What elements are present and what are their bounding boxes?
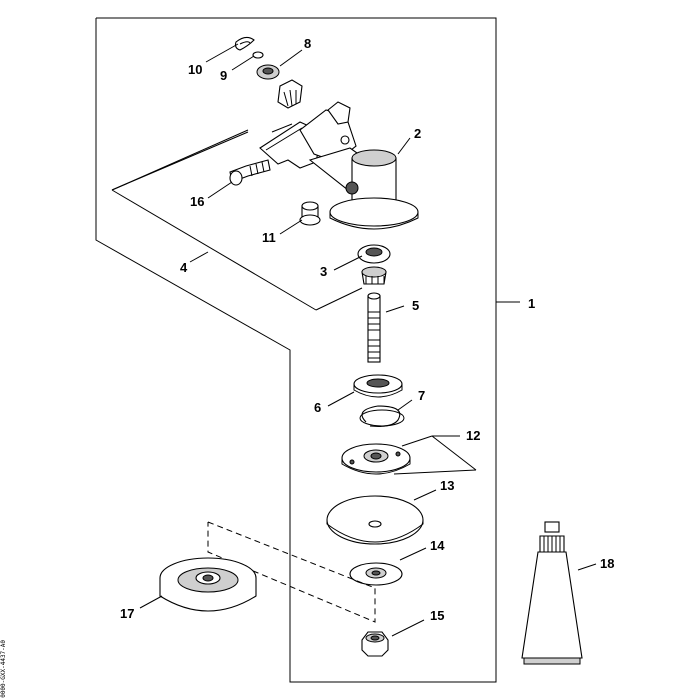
label-part-12: 12 <box>466 428 480 443</box>
part-8-bearing <box>256 64 280 80</box>
bevel-gear <box>361 266 387 285</box>
assembly-1-boundary <box>95 17 497 683</box>
label-part-16: 16 <box>190 194 204 209</box>
leader-lines <box>139 43 597 637</box>
part-9-washer <box>252 51 264 59</box>
label-part-9: 9 <box>220 68 227 83</box>
label-part-2: 2 <box>414 126 421 141</box>
label-part-1: 1 <box>528 296 535 311</box>
label-part-11: 11 <box>262 230 276 245</box>
part-5-shaft <box>367 292 381 363</box>
part-15-nut <box>361 631 389 657</box>
label-part-3: 3 <box>320 264 327 279</box>
drawing-code: 0000-GXX-4437-A0 <box>0 640 7 698</box>
label-part-14: 14 <box>430 538 445 553</box>
part-2-gear-housing <box>259 101 419 230</box>
pinion-gear <box>277 79 303 109</box>
label-part-6: 6 <box>314 400 321 415</box>
part-6-bearing <box>353 374 403 398</box>
part-13-disc <box>326 495 424 545</box>
label-part-5: 5 <box>412 298 419 313</box>
label-part-13: 13 <box>440 478 454 493</box>
assembly-guide-line <box>207 521 376 623</box>
part-16-screw <box>229 159 271 186</box>
label-part-4: 4 <box>180 260 188 275</box>
label-part-8: 8 <box>304 36 311 51</box>
label-part-15: 15 <box>430 608 444 623</box>
label-part-18: 18 <box>600 556 614 571</box>
part-12-thrust-plate <box>341 443 411 475</box>
part-17-cup <box>159 557 257 612</box>
part-14-washer <box>349 562 403 586</box>
label-part-17: 17 <box>120 606 134 621</box>
label-part-10: 10 <box>188 62 202 77</box>
part-11-plug <box>299 201 321 226</box>
part-18-grease-tube <box>521 521 583 665</box>
part-3-bearing <box>357 244 391 264</box>
part-10-clip <box>234 36 255 51</box>
label-part-7: 7 <box>418 388 425 403</box>
part-7-circlip <box>359 405 405 427</box>
